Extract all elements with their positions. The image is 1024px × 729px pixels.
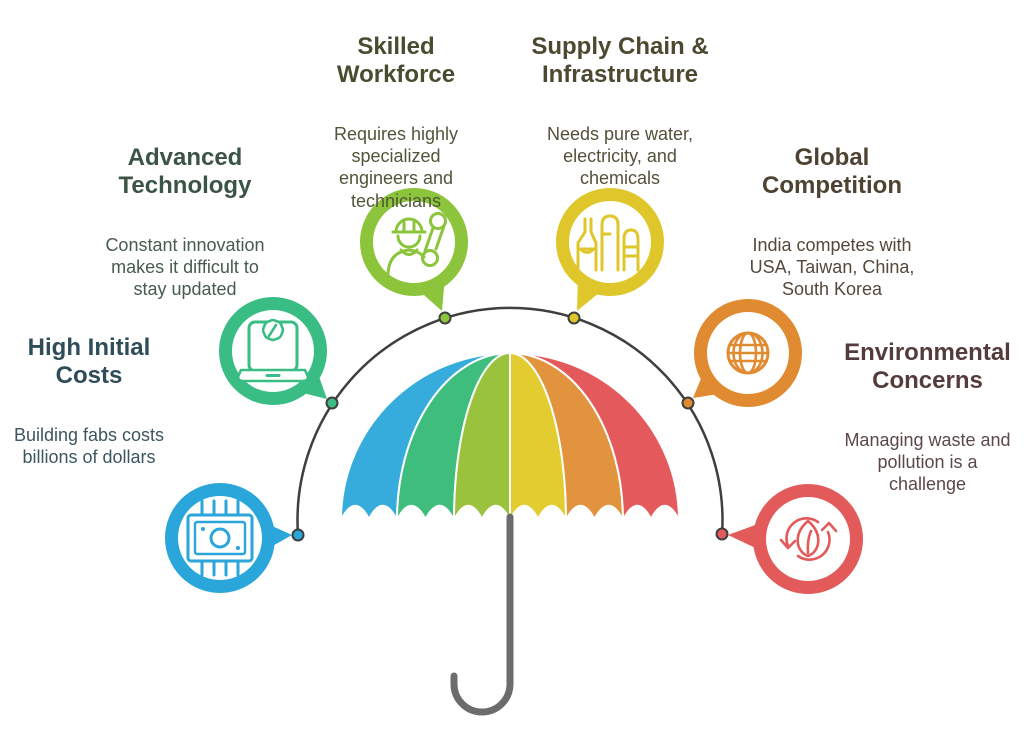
callout-description: Constant innovation makes it difficult t… — [105, 234, 265, 300]
worker-wrench-icon — [386, 212, 447, 276]
callout-title: Environmental Concerns — [844, 339, 1011, 395]
callout-high-initial-costs: High Initial Costs Building fabs costs b… — [0, 316, 178, 486]
callout-title: Supply Chain & Infrastructure — [531, 33, 709, 89]
callout-title: Global Competition — [762, 144, 902, 200]
callout-environmental-concerns: Environmental Concerns Managing waste an… — [831, 321, 1024, 514]
supply-chain-bubble — [556, 188, 664, 325]
refinery-icon — [576, 214, 640, 272]
connector-dot — [291, 528, 305, 542]
chip-money-icon — [186, 499, 254, 577]
callout-skilled-workforce: Skilled Workforce Requires highly specia… — [296, 15, 496, 230]
umbrella-pole — [450, 513, 514, 716]
laptop-gear-icon — [236, 318, 310, 383]
global-competition-bubble — [681, 299, 802, 410]
callout-advanced-technology: Advanced Technology Constant innovation … — [75, 126, 295, 319]
environmental-concerns-bubble — [715, 484, 863, 594]
umbrella-panel-red — [509, 352, 680, 522]
callout-title: Advanced Technology — [118, 144, 252, 200]
callout-description: Managing waste and pollution is a challe… — [844, 429, 1011, 495]
connector-dot — [325, 396, 339, 410]
callout-description: Building fabs costs billions of dollars — [13, 424, 165, 467]
callout-description: Needs pure water, electricity, and chemi… — [546, 123, 694, 189]
callout-title: Skilled Workforce — [336, 33, 456, 89]
connector-dot — [715, 527, 729, 541]
bubble-ring — [556, 188, 664, 296]
connector-dot — [567, 311, 581, 325]
umbrella — [340, 351, 680, 716]
advanced-technology-bubble — [219, 297, 339, 410]
callout-title: High Initial Costs — [27, 334, 151, 390]
umbrella-panel-lime — [453, 351, 511, 522]
globe-icon — [726, 331, 770, 375]
callout-description: India competes with USA, Taiwan, China, … — [749, 234, 915, 300]
skilled-workforce-bubble — [360, 188, 468, 325]
connector-arc — [296, 306, 724, 536]
connector-dot — [438, 311, 452, 325]
callout-description: Requires highly specialized engineers an… — [333, 123, 459, 211]
bubble-ring — [165, 483, 275, 593]
connector-dot — [681, 396, 695, 410]
callout-global-competition: Global Competition India competes with U… — [716, 126, 948, 319]
high-initial-costs-bubble — [165, 483, 305, 593]
callout-supply-chain: Supply Chain & Infrastructure Needs pure… — [502, 15, 738, 208]
leaf-recycle-icon — [779, 517, 838, 561]
